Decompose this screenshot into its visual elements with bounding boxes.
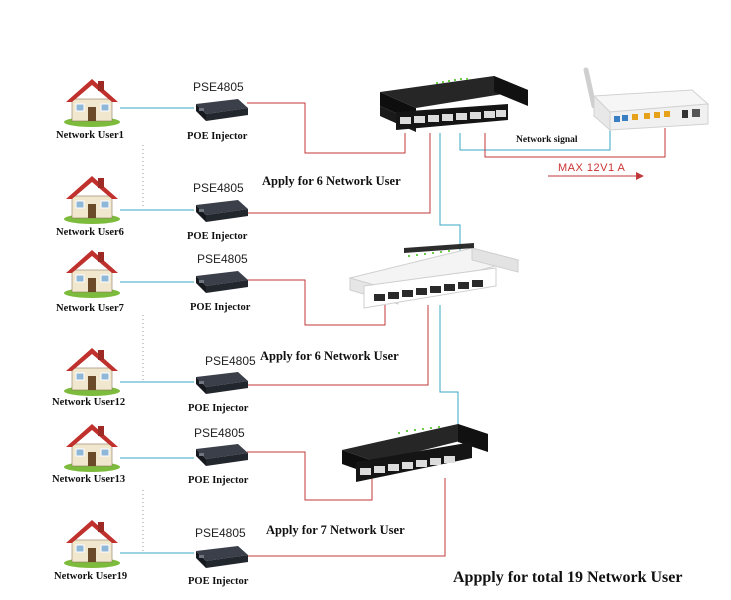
poe-injector-1 (192, 96, 250, 127)
house-icon (64, 348, 120, 396)
user-label: Network User6 (56, 227, 124, 238)
user-label: Network User12 (52, 397, 126, 408)
network-switch-bottom (336, 418, 496, 495)
house-icon (64, 424, 120, 472)
house-icon (64, 250, 120, 298)
poe-injector-icon (196, 444, 248, 466)
poe-injector-6 (192, 543, 250, 574)
poe-injector-icon (196, 546, 248, 568)
injector-model-label: PSE4805 (193, 181, 244, 195)
injector-model-label: PSE4805 (205, 354, 256, 368)
injector-model-label: PSE4805 (197, 252, 248, 266)
injector-model-label: PSE4805 (194, 426, 245, 440)
poe-injector-3 (192, 268, 250, 299)
poe-injector-icon (196, 200, 248, 222)
network-switch-icon (348, 243, 520, 309)
house-user7 (62, 246, 122, 303)
injector-model-label: PSE4805 (195, 526, 246, 540)
user-label: Network User13 (52, 474, 126, 485)
injector-type-label: POE Injector (188, 403, 249, 414)
injector-type-label: POE Injector (187, 131, 248, 142)
poe-injector-icon (196, 271, 248, 293)
house-user1 (62, 75, 122, 132)
total-users-label: Appply for total 19 Network User (453, 569, 683, 586)
group-label-2: Apply for 6 Network User (260, 349, 399, 363)
injector-type-label: POE Injector (188, 576, 249, 587)
user-label: Network User19 (54, 571, 128, 582)
house-user19 (62, 516, 122, 573)
poe-injector-icon (196, 372, 248, 394)
house-icon (64, 79, 120, 127)
user-label: Network User7 (56, 303, 124, 314)
house-icon (64, 176, 120, 224)
poe-injector-5 (192, 441, 250, 472)
house-user6 (62, 172, 122, 229)
injector-type-label: POE Injector (188, 475, 249, 486)
house-user13 (62, 420, 122, 477)
injector-model-label: PSE4805 (193, 80, 244, 94)
router (574, 66, 714, 141)
injector-type-label: POE Injector (187, 231, 248, 242)
network-signal-label: Network signal (516, 135, 578, 145)
group-label-3: Apply for 7 Network User (266, 523, 405, 537)
poe-injector-4 (192, 369, 250, 400)
house-user12 (62, 344, 122, 401)
injector-to-switch-lines (247, 102, 446, 557)
router-power-line (484, 128, 666, 180)
network-switch-middle (346, 242, 524, 319)
network-switch-top (376, 72, 536, 145)
network-switch-icon (380, 76, 528, 132)
network-switch-icon (342, 424, 488, 482)
injector-type-label: POE Injector (190, 302, 251, 313)
poe-injector-icon (196, 99, 248, 121)
group-label-1: Apply for 6 Network User (262, 174, 401, 188)
user-label: Network User1 (56, 130, 124, 141)
house-icon (64, 520, 120, 568)
uplink-lines (439, 128, 611, 425)
house-to-injector-lines (120, 107, 194, 554)
poe-injector-2 (192, 197, 250, 228)
wireless-router-icon (583, 67, 710, 132)
power-spec-label: MAX 12V1 A (558, 162, 626, 174)
